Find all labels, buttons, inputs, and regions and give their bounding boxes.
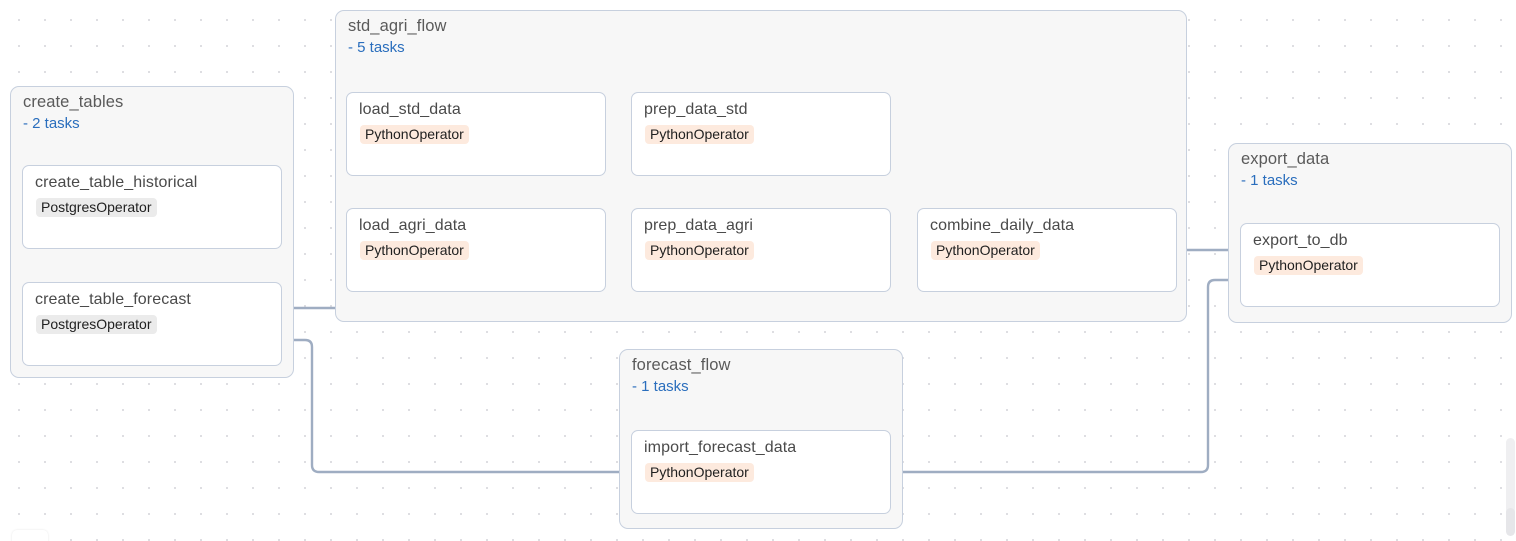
vertical-scrollbar-thumb[interactable] (1506, 438, 1515, 534)
task-group-count: - 2 tasks (23, 115, 80, 132)
task-group-title: std_agri_flow (348, 17, 447, 35)
task-operator-badge: PythonOperator (645, 125, 754, 144)
task-group-count: - 1 tasks (632, 378, 689, 395)
edge-create_table_forecast__import_forecast (280, 338, 633, 474)
task-node-title: export_to_db (1253, 232, 1348, 249)
task-operator-badge: PythonOperator (1254, 256, 1363, 275)
task-group-count: - 5 tasks (348, 39, 405, 56)
graph-controls-panel[interactable] (12, 530, 48, 541)
task-group-title: export_data (1241, 150, 1330, 168)
task-node-title: load_agri_data (359, 217, 467, 234)
task-node-title: create_table_historical (35, 174, 198, 191)
task-node-title: load_std_data (359, 101, 461, 118)
task-operator-badge: PythonOperator (360, 125, 469, 144)
vertical-scrollbar[interactable] (1505, 0, 1516, 541)
task-node-title: prep_data_std (644, 101, 748, 118)
task-group-title: forecast_flow (632, 356, 731, 374)
task-group-count: - 1 tasks (1241, 172, 1298, 189)
task-node-title: prep_data_agri (644, 217, 754, 234)
task-operator-badge: PythonOperator (931, 241, 1040, 260)
task-operator-badge: PostgresOperator (36, 315, 157, 334)
task-operator-badge: PythonOperator (645, 463, 754, 482)
task-node-title: import_forecast_data (644, 439, 797, 456)
task-group-title: create_tables (23, 93, 124, 111)
task-node-title: combine_daily_data (930, 217, 1075, 234)
task-operator-badge: PostgresOperator (36, 198, 157, 217)
vertical-scrollbar-thumb-lower[interactable] (1506, 508, 1515, 536)
task-node-title: create_table_forecast (35, 291, 191, 308)
task-operator-badge: PythonOperator (645, 241, 754, 260)
task-operator-badge: PythonOperator (360, 241, 469, 260)
